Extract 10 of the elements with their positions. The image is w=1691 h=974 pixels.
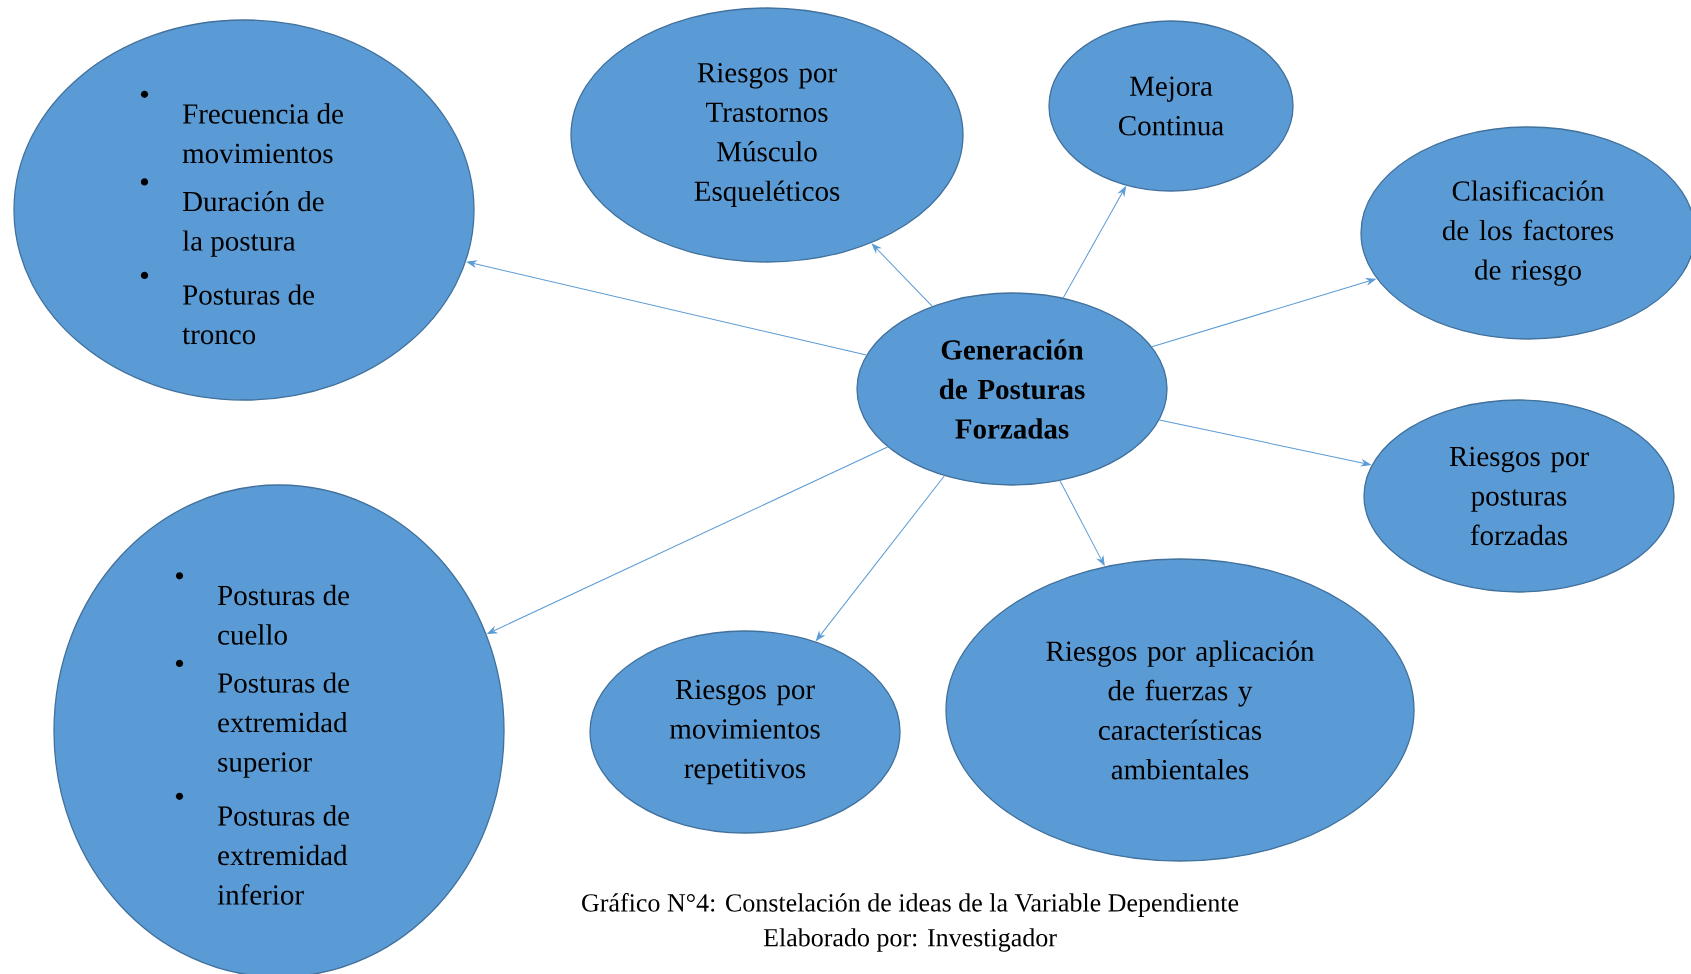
arrow xyxy=(815,475,945,641)
arrow xyxy=(1151,278,1376,348)
arrow xyxy=(487,446,889,635)
arrow xyxy=(466,260,867,356)
arrow xyxy=(871,243,933,307)
arrow xyxy=(1158,419,1371,467)
arrow xyxy=(1059,480,1105,566)
credit-line: Elaborado por: Investigador xyxy=(763,928,1057,952)
arrow xyxy=(1062,186,1126,299)
caption: Gráfico N°4: Constelación de ideas de la Variable Dependiente xyxy=(582,893,1239,917)
